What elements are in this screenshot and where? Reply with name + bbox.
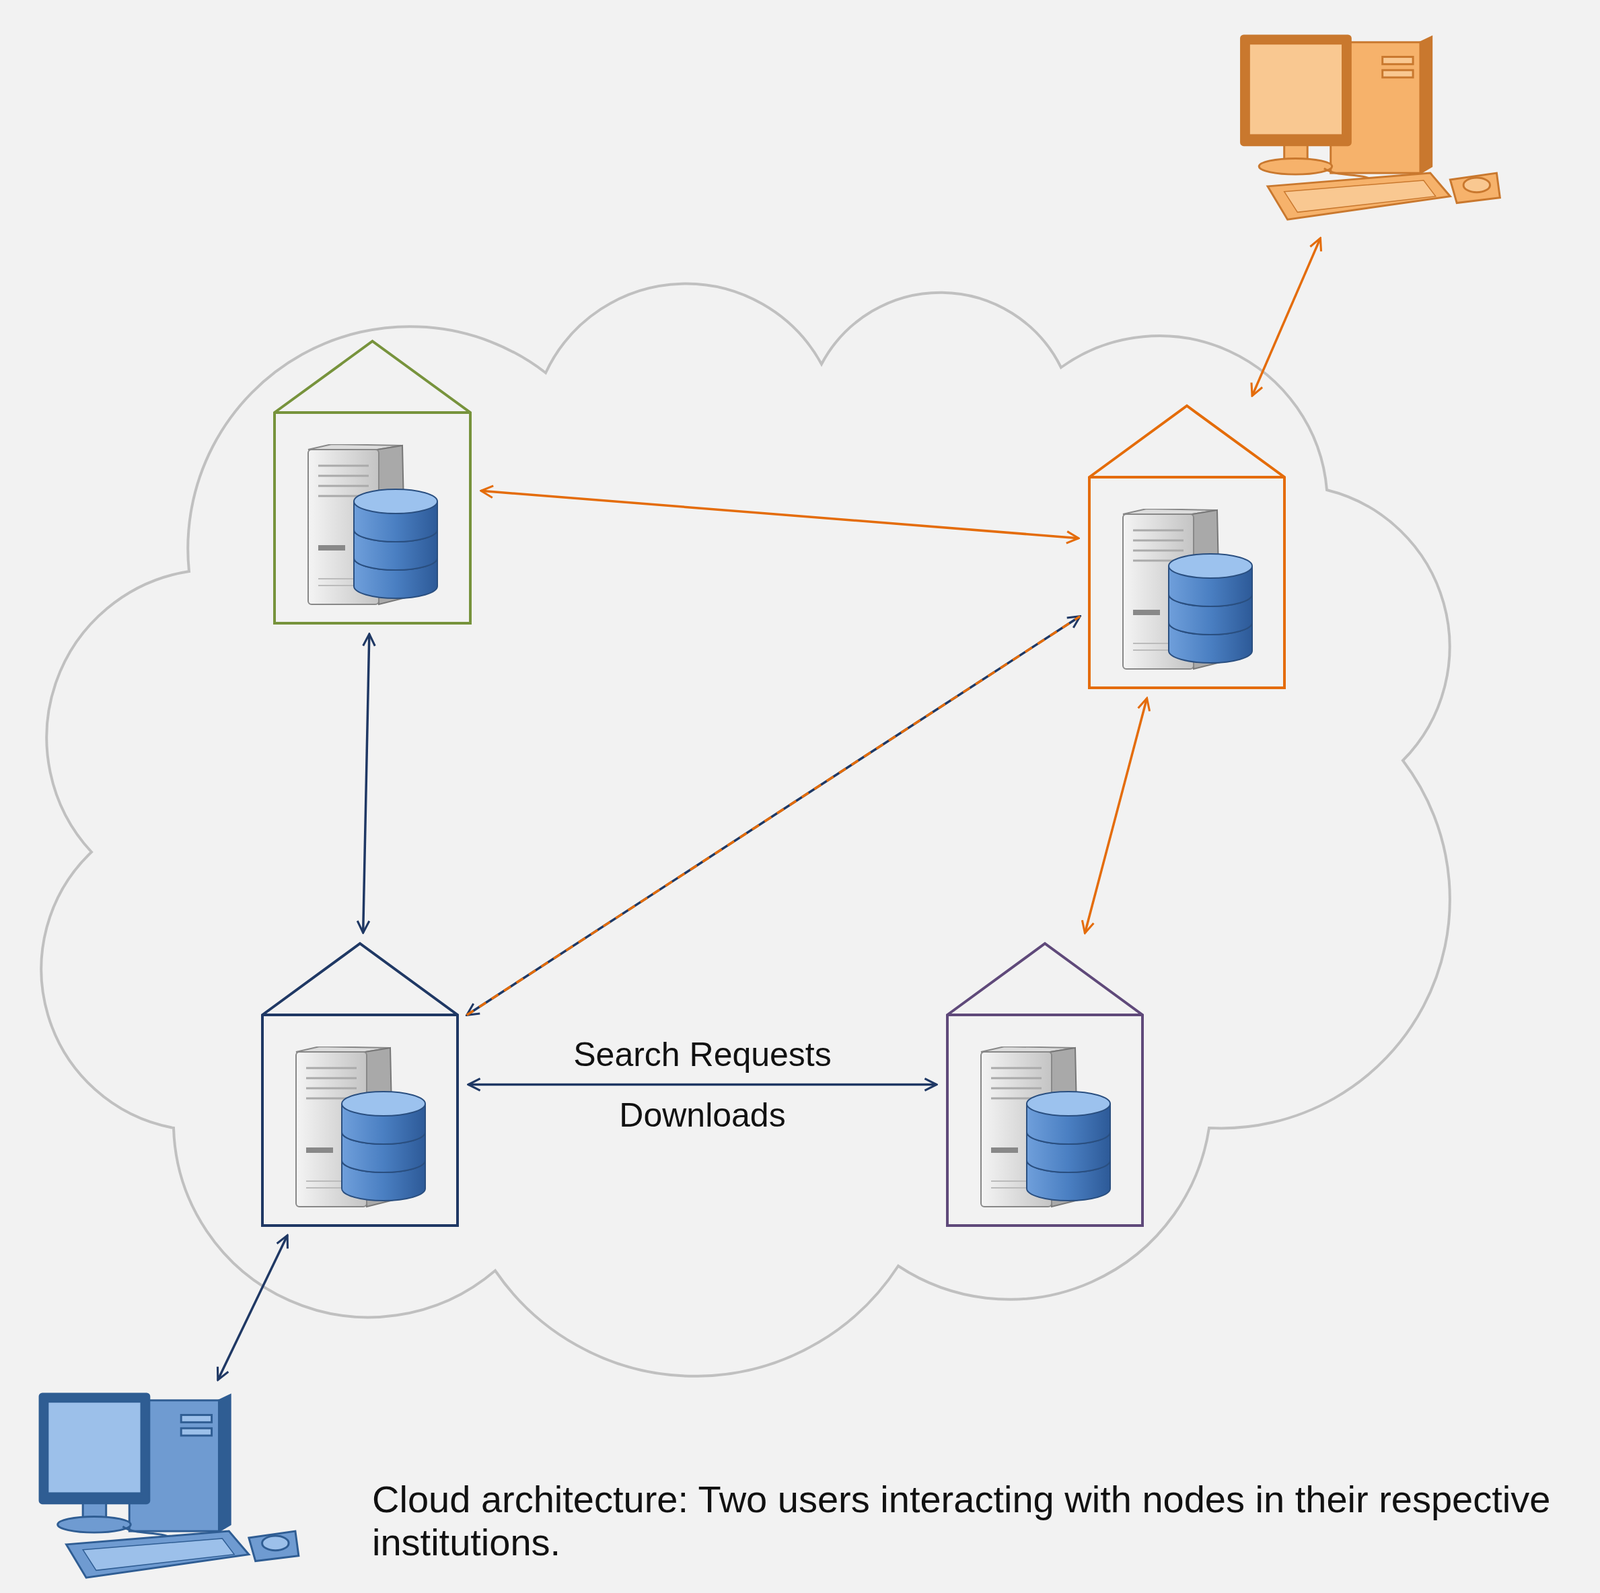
house-outline xyxy=(946,941,1144,1227)
house-shape xyxy=(274,341,471,624)
connector xyxy=(1252,238,1321,396)
connector xyxy=(468,1083,937,1086)
caption: Cloud architecture: Two users interactin… xyxy=(372,1477,1551,1563)
connector xyxy=(481,490,1079,538)
user-computer xyxy=(25,1388,307,1588)
house-outline xyxy=(1087,404,1286,689)
institution-node xyxy=(1087,404,1286,689)
dashed-connector xyxy=(466,616,1081,1016)
edge-group xyxy=(481,490,1079,538)
computer-symbol xyxy=(1241,35,1501,220)
house-shape xyxy=(1089,405,1285,688)
edge-label-box: Search Requests Downloads xyxy=(544,1024,861,1146)
cloud-outline xyxy=(41,283,1450,1376)
computer-symbol xyxy=(39,1393,299,1578)
house-shape xyxy=(262,943,458,1226)
edge-group xyxy=(363,633,370,933)
server-icon xyxy=(308,444,438,605)
edge-label: Search Requests Downloads xyxy=(573,1035,832,1134)
server-icon xyxy=(1122,508,1253,669)
connector xyxy=(1084,698,1147,934)
institution-node xyxy=(273,339,472,625)
connector xyxy=(217,1235,288,1380)
computer-icon xyxy=(25,1388,307,1588)
house-outline xyxy=(273,339,472,625)
connector-dash xyxy=(466,616,1081,1016)
edge-group xyxy=(468,1083,937,1085)
institution-node xyxy=(261,941,459,1227)
computer-icon xyxy=(1229,30,1506,230)
edge-group xyxy=(1084,698,1147,934)
user-computer xyxy=(1229,30,1506,230)
connector xyxy=(363,633,370,933)
server-icon xyxy=(980,1046,1111,1207)
server-icon xyxy=(296,1046,426,1207)
edge-group xyxy=(217,1235,288,1380)
edge-group xyxy=(1252,238,1321,396)
edge-group xyxy=(466,616,1081,1016)
house-outline xyxy=(261,941,459,1227)
house-shape xyxy=(947,943,1143,1226)
institution-node xyxy=(946,941,1144,1227)
caption-box: Cloud architecture: Two users interactin… xyxy=(372,1477,1577,1565)
